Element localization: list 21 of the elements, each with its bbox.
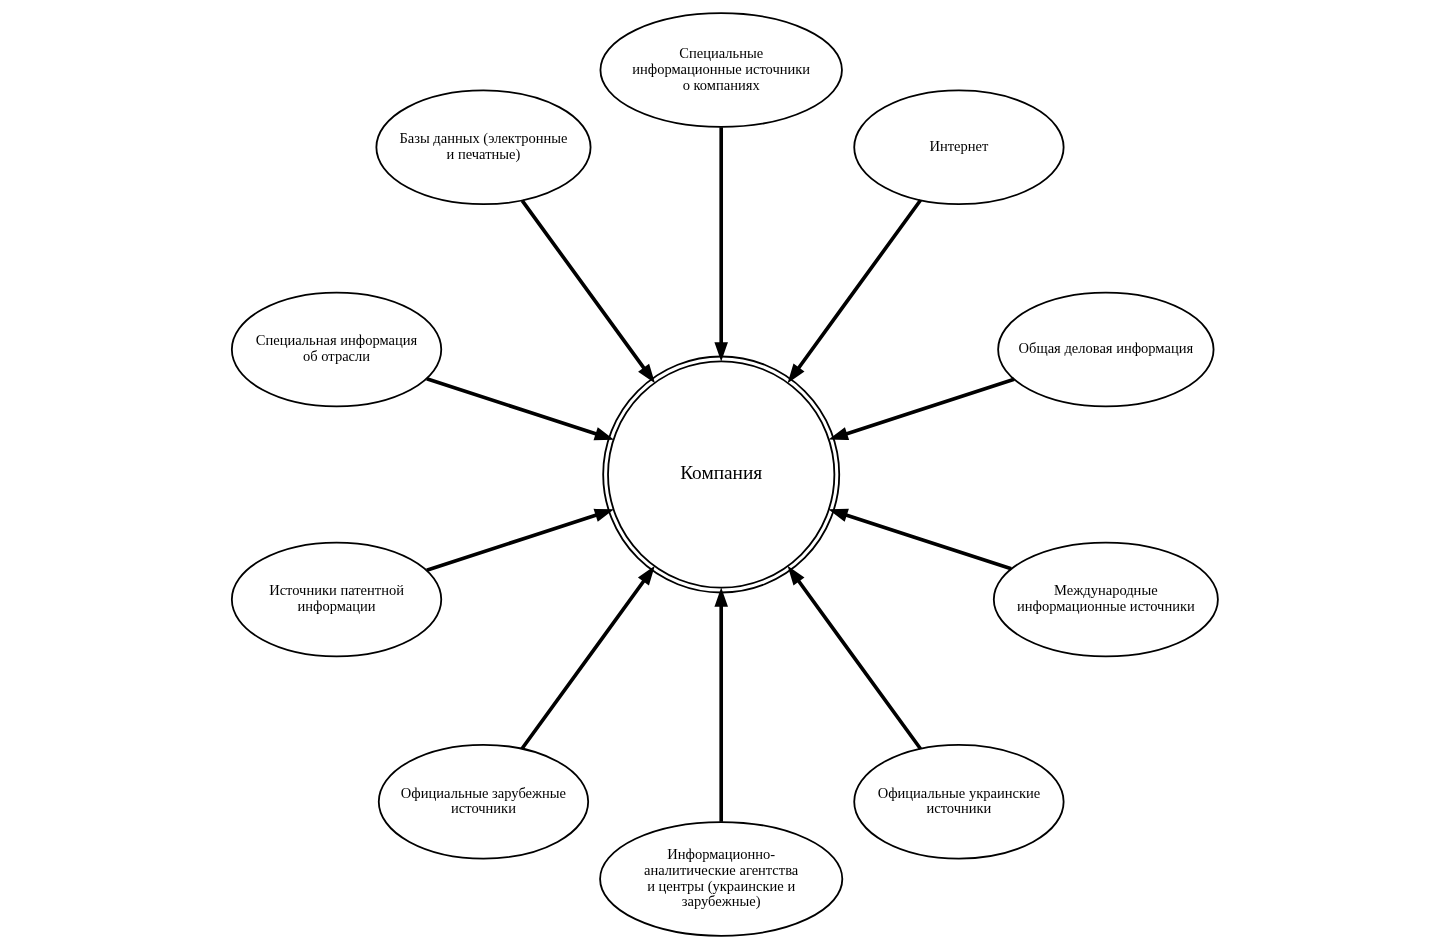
arrow	[787, 565, 922, 750]
node-circle: Компания	[602, 355, 841, 594]
arrow	[426, 377, 615, 441]
node-ellipse: Официальные украинские источники	[853, 743, 1065, 860]
node-ellipse: Информационно-аналитические агентства и центры (украинские и зарубежные)	[599, 821, 844, 937]
arrow	[714, 587, 728, 822]
node-ellipse: Интернет	[853, 89, 1065, 206]
arrow	[714, 127, 728, 362]
arrow	[828, 508, 1012, 571]
arrow	[828, 377, 1015, 441]
arrow	[426, 508, 615, 572]
arrow	[520, 565, 655, 750]
node-ellipse: Специальная информация об отрасли	[230, 291, 443, 408]
node-ellipse: Источники патентной информации	[230, 541, 443, 658]
node-ellipse: Официальные зарубежные источники	[377, 743, 590, 860]
arrow	[787, 199, 922, 384]
node-ellipse: Базы данных (электронные и печатные)	[375, 89, 592, 206]
node-ellipse: Специальные информационные источники о компаниях	[599, 12, 843, 128]
node-ellipse: Общая деловая информация	[997, 291, 1215, 408]
arrow	[520, 199, 655, 384]
node-ellipse: Международные информационные источники	[992, 541, 1219, 658]
